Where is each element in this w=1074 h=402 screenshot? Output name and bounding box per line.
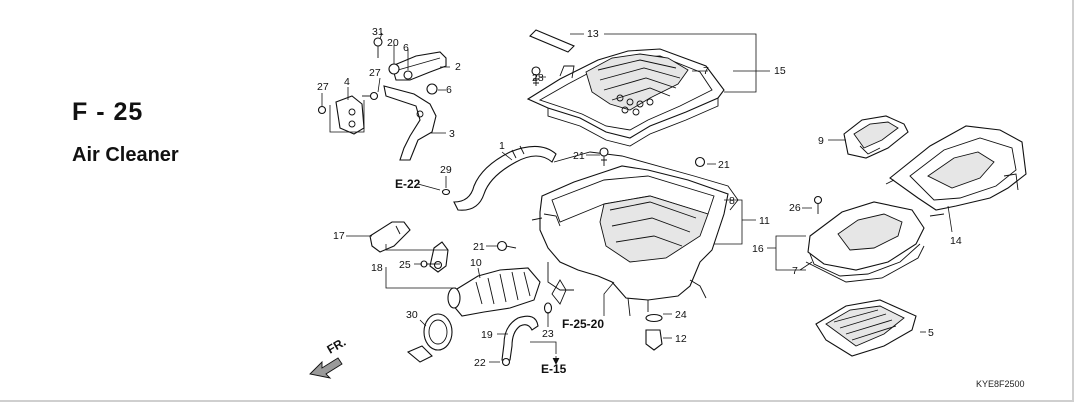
callout-label: 11	[759, 215, 770, 227]
leader-lines	[321, 32, 953, 365]
bracket-assembly	[317, 37, 447, 161]
breather-hose	[441, 145, 557, 211]
callout-label: 12	[675, 333, 687, 345]
callout-label: 15	[774, 65, 786, 77]
callout-label: 20	[387, 37, 399, 49]
callout-label: 22	[474, 357, 486, 369]
callout-label: 2	[455, 61, 461, 73]
callout-label: 17	[333, 230, 345, 242]
callout-label: 5	[928, 327, 934, 339]
crankcase-breather-tube	[369, 221, 449, 273]
callout-label: 18	[371, 262, 383, 274]
air-filter-element	[815, 299, 917, 357]
callout-label: 21	[473, 241, 485, 253]
callout-label: 10	[470, 257, 482, 269]
callout-label: 27	[369, 67, 381, 79]
intake-funnel	[843, 115, 909, 159]
callout-label: 16	[752, 243, 764, 255]
callout-label: 28	[532, 72, 544, 84]
page-code: F - 25	[72, 98, 144, 126]
cover-gasket-strip	[529, 29, 575, 53]
reference-label: F-25-20	[562, 317, 604, 331]
resonator-bracket	[885, 125, 1027, 217]
air-cleaner-lower-cover	[805, 201, 925, 283]
front-direction-arrow: FR.	[309, 335, 349, 379]
callout-label: 29	[440, 164, 452, 176]
callout-label: 30	[406, 309, 418, 321]
air-cleaner-housing	[496, 147, 739, 317]
callout-label: 27	[317, 81, 329, 93]
callout-label: 14	[950, 235, 962, 247]
callout-label: 7	[703, 65, 709, 77]
callout-label: 7	[792, 265, 798, 277]
callout-label: 8	[729, 195, 735, 207]
reference-label: E-22	[395, 177, 421, 191]
callout-label: 9	[818, 135, 824, 147]
callout-label: 21	[573, 150, 585, 162]
connecting-boot	[447, 267, 541, 317]
direction-label: FR.	[325, 335, 349, 357]
callout-label: 19	[481, 329, 493, 341]
callout-label: 13	[587, 28, 599, 40]
callout-label: 6	[446, 84, 452, 96]
boot-clamp-band	[406, 313, 453, 363]
callout-label: 26	[789, 202, 801, 214]
callout-label: 1	[499, 140, 505, 152]
callout-label: 25	[399, 259, 411, 271]
callout-label: 4	[344, 76, 350, 88]
callout-labels: 31 20 6 2 27 27 4 6 3 13 28 7 15 1 21 21…	[317, 26, 962, 376]
callout-label: 6	[403, 42, 409, 54]
air-cleaner-top-cover	[526, 48, 725, 147]
drain-plug	[645, 313, 663, 351]
screw-26	[813, 195, 823, 214]
image-code: KYE8F2500	[976, 379, 1025, 389]
reference-label: E-15	[541, 362, 567, 376]
callout-label: 31	[372, 26, 384, 38]
callout-label: 3	[449, 128, 455, 140]
screw-28	[531, 66, 541, 86]
callout-label: 23	[542, 328, 554, 340]
section-title: Air Cleaner	[72, 144, 179, 166]
callout-label: 24	[675, 309, 687, 321]
callout-label: 21	[718, 159, 730, 171]
